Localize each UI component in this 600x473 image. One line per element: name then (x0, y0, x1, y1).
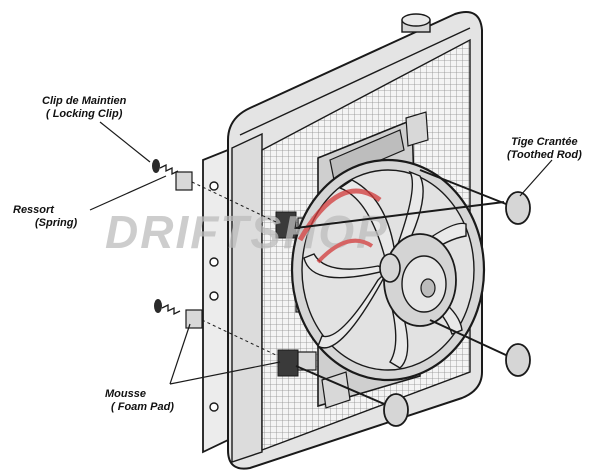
toothed-rod-label: Tige Crantée (Toothed Rod) (507, 136, 582, 162)
locking-clip-label: Clip de Maintien ( Locking Clip) (42, 95, 126, 121)
spring-label-fr: Ressort (13, 204, 54, 216)
spring-label-en: (Spring) (35, 217, 78, 229)
leader-lines (89, 121, 553, 385)
foam-pad-lower (185, 309, 203, 329)
foam-pad-upper (175, 171, 193, 191)
foam-pad-label-en: ( Foam Pad) (111, 401, 174, 413)
locking-clip-lower (154, 299, 181, 316)
watermark-text: DRIFTSHOP (105, 206, 389, 258)
locking-clip-label-fr: Clip de Maintien (42, 95, 127, 107)
spring-label: Ressort (Spring) (13, 204, 77, 230)
mounting-bracket (202, 148, 229, 454)
foam-pad-label-fr: Mousse (105, 388, 146, 400)
toothed-rods (295, 169, 531, 427)
foam-pad-label: Mousse ( Foam Pad) (105, 388, 174, 414)
radiator-cap (401, 13, 431, 33)
toothed-rod-label-en: (Toothed Rod) (507, 149, 582, 161)
toothed-rod-label-fr: Tige Crantée (511, 136, 578, 148)
locking-clip-label-en: ( Locking Clip) (45, 108, 123, 120)
locking-clip-upper (152, 159, 179, 176)
